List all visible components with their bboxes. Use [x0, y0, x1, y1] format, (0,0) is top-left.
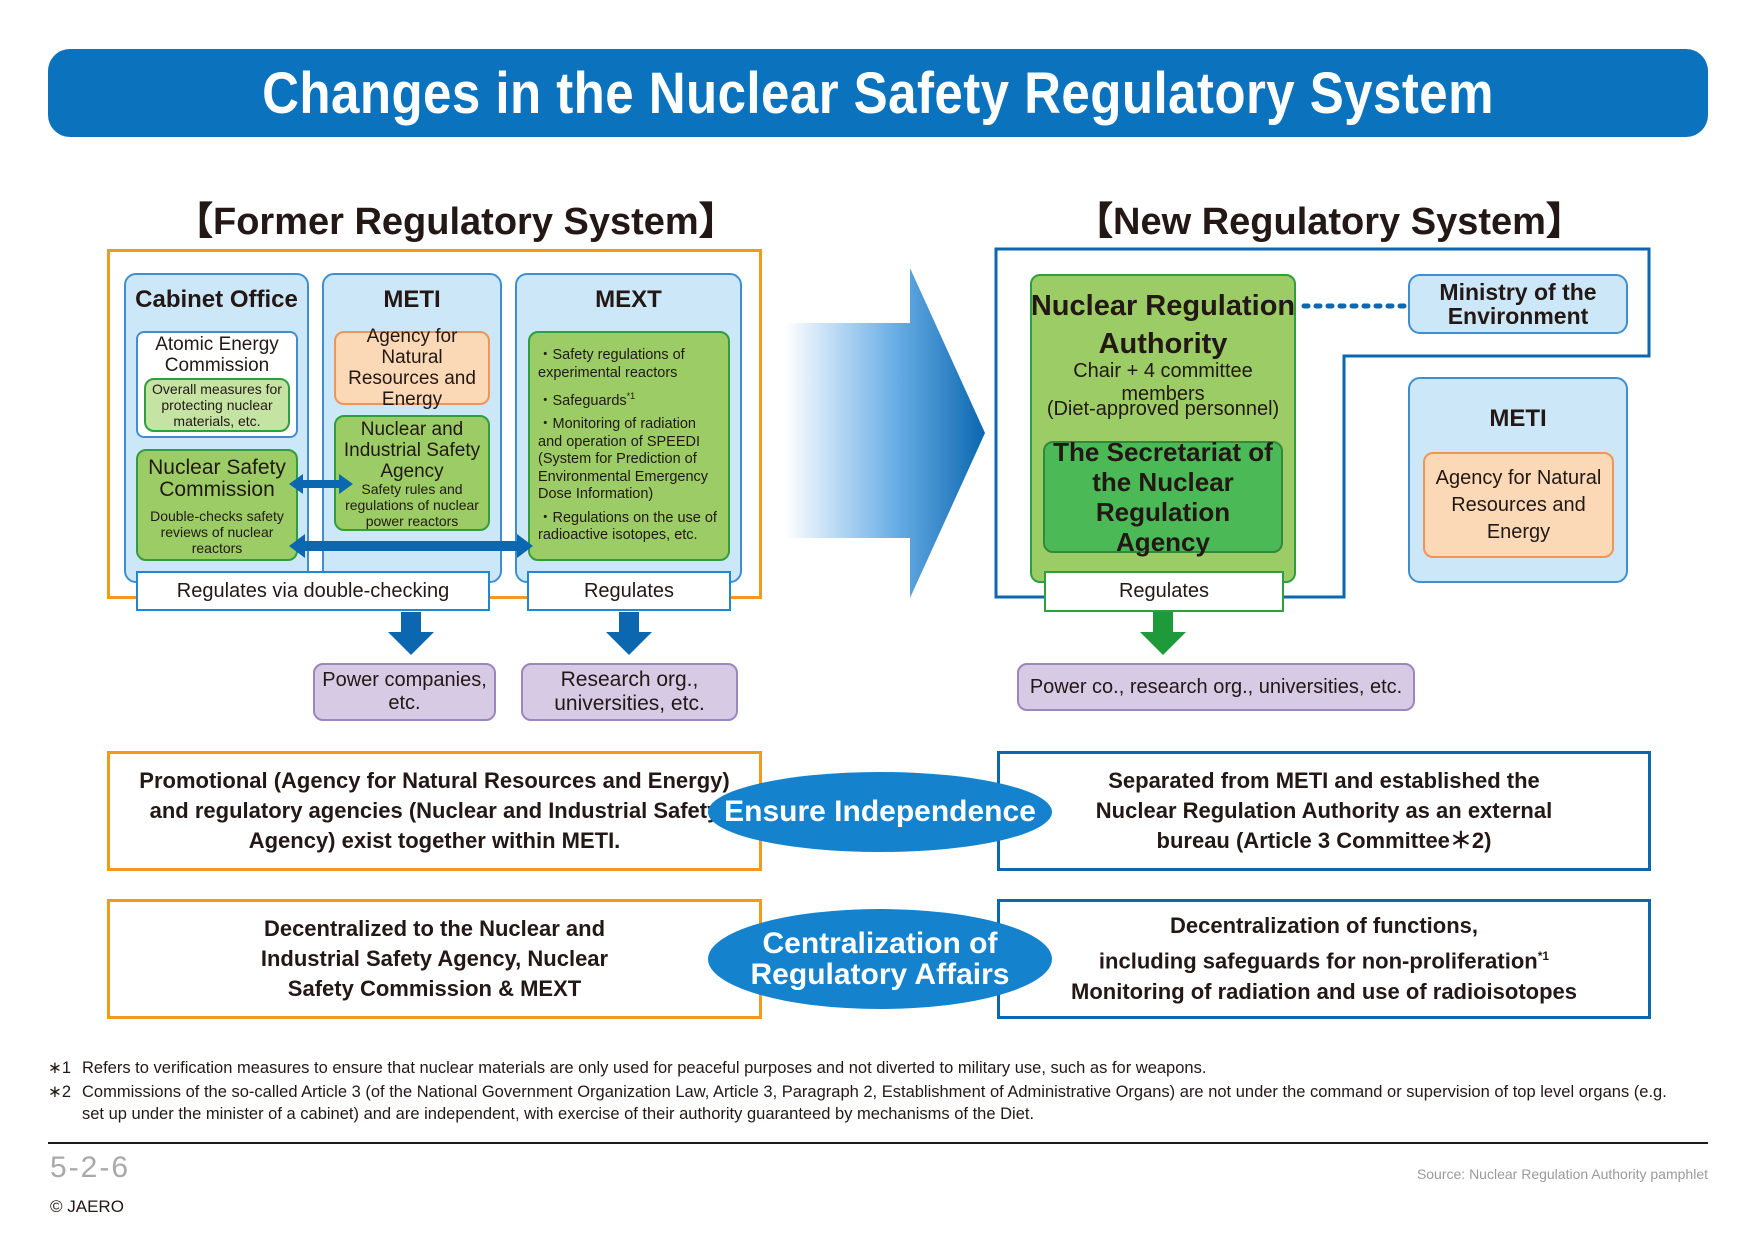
transition-arrow	[785, 268, 985, 598]
down-arrow-power	[388, 612, 434, 655]
moe-dotted-link	[1301, 303, 1409, 309]
former-heading: 【Former Regulatory System】	[175, 201, 737, 243]
nsc-box	[136, 449, 298, 561]
mext-item-2: ・Safeguards*1	[538, 391, 636, 409]
mext-item-4: ・Regulations on the use of radioactive i…	[538, 509, 717, 544]
independence-former-box: Promotional (Agency for Natural Resource…	[107, 751, 762, 871]
target-research-org: Research org., universities, etc.	[521, 663, 738, 721]
anre-box-former: Agency for Natural Resources and Energy	[334, 326, 490, 410]
meti-label: METI	[383, 286, 441, 313]
target-power-companies: Power companies, etc.	[313, 663, 496, 721]
down-arrow-new	[1140, 612, 1186, 655]
regulates-label-former: Regulates	[527, 571, 731, 611]
nra-members: Chair + 4 committee members	[1073, 360, 1253, 405]
regulates-label-new: Regulates	[1044, 571, 1284, 612]
page-title: Changes in the Nuclear Safety Regulatory…	[262, 60, 1494, 126]
nisa-title: Nuclear and Industrial Safety Agency	[343, 418, 481, 482]
aec-description: Overall measures for protecting nuclear …	[144, 378, 290, 432]
mext-label: MEXT	[595, 286, 662, 313]
centralization-new-line-3: Monitoring of radiation and use of radio…	[1071, 978, 1577, 1004]
secretariat-box: The Secretariat of the Nuclear Regulatio…	[1043, 437, 1283, 557]
nisa-description: Safety rules and regulations of nuclear …	[345, 481, 479, 529]
aec-title: Atomic Energy Commission	[155, 334, 279, 376]
double-check-arrows	[289, 474, 353, 494]
ministry-environment-box: Ministry of the Environment	[1408, 274, 1628, 334]
note-1-mark: ∗1	[48, 1059, 72, 1077]
mext-duties-box: ・Safety regulations of experimental reac…	[528, 331, 730, 561]
nsc-title: Nuclear Safety Commission	[148, 456, 286, 501]
title-banner	[48, 49, 1708, 137]
copyright: © JAERO	[50, 1197, 124, 1216]
new-heading: 【New Regulatory System】	[1075, 201, 1584, 243]
regulates-double-check-label: Regulates via double-checking	[136, 571, 490, 611]
down-arrow-research	[606, 612, 652, 655]
ensure-independence-badge: Ensure Independence	[708, 772, 1052, 852]
note-2-mark: ∗2	[48, 1083, 72, 1101]
figure-number: 5-2-6	[50, 1151, 131, 1184]
note-1-text: Refers to verification measures to ensur…	[82, 1059, 1207, 1077]
centralization-new-box: Decentralization of functions, including…	[997, 899, 1651, 1019]
centralization-new-line-1: Decentralization of functions,	[1169, 913, 1479, 939]
mext-item-3: ・Monitoring of radiation and operation o…	[538, 416, 709, 503]
anre-box-new: Agency for Natural Resources and Energy	[1423, 452, 1614, 558]
source-note: Source: Nuclear Regulation Authority pam…	[1416, 1166, 1708, 1182]
footer-divider	[48, 1142, 1708, 1144]
centralization-former-box: Decentralized to the Nuclear and Industr…	[107, 899, 762, 1019]
independence-new-box: Separated from METI and established the …	[997, 751, 1651, 871]
nsc-mext-arrow	[289, 534, 533, 558]
note-2-text: Commissions of the so-called Article 3 (…	[82, 1083, 1667, 1123]
nisa-box	[334, 415, 490, 531]
meti-label-new: METI	[1489, 405, 1547, 432]
cabinet-office-label: Cabinet Office	[135, 286, 298, 313]
centralization-new-line-2: including safeguards for non-proliferati…	[1098, 948, 1550, 974]
centralization-badge: Centralization of Regulatory Affairs	[708, 909, 1052, 1009]
nra-title: Nuclear Regulation Authority	[1030, 290, 1296, 360]
nra-approved: (Diet-approved personnel)	[1046, 397, 1280, 420]
target-new-system: Power co., research org., universities, …	[1017, 663, 1415, 711]
mext-item-1: ・Safety regulations of experimental reac…	[538, 347, 685, 381]
nsc-description: Double-checks safety reviews of nuclear …	[150, 508, 284, 556]
